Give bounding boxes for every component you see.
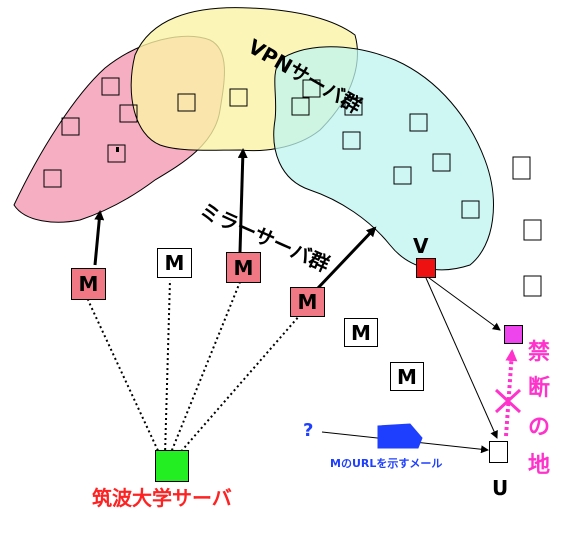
- forbidden-label-3: の: [528, 415, 551, 440]
- tsukuba-server-label: 筑波大学サーバ: [92, 486, 232, 510]
- mirror-node-highlighted-3: M: [290, 287, 325, 317]
- blocked-x-mark: [494, 388, 522, 414]
- forbidden-label-4: 地: [528, 453, 551, 478]
- mirror-arrows: [93, 148, 377, 290]
- mirror-node-highlighted-1: M: [71, 268, 106, 300]
- forbidden-node: [504, 325, 523, 344]
- mirror-node-1: M: [157, 248, 192, 278]
- mail-note-label: MのURLを示すメール: [330, 457, 443, 470]
- flagged-square-marker: [116, 147, 119, 152]
- vpn-node-label: V: [413, 234, 429, 258]
- user-label: U: [492, 476, 509, 500]
- mirror-node-highlighted-2: M: [226, 252, 261, 283]
- server-links: [87, 279, 301, 456]
- mirror-node-2: M: [344, 318, 378, 347]
- tsukuba-server-node: [155, 450, 189, 482]
- cluster-squares: [43, 77, 542, 297]
- mail-icon: [377, 423, 423, 449]
- forbidden-label-2: 断: [528, 376, 551, 401]
- mirror-node-3: M: [390, 362, 424, 391]
- user-node: [489, 441, 508, 463]
- forbidden-label-1: 禁: [528, 340, 551, 365]
- forbidden-arrow: [504, 349, 518, 437]
- vpn-node: [416, 258, 436, 278]
- question-mark: ?: [303, 420, 314, 441]
